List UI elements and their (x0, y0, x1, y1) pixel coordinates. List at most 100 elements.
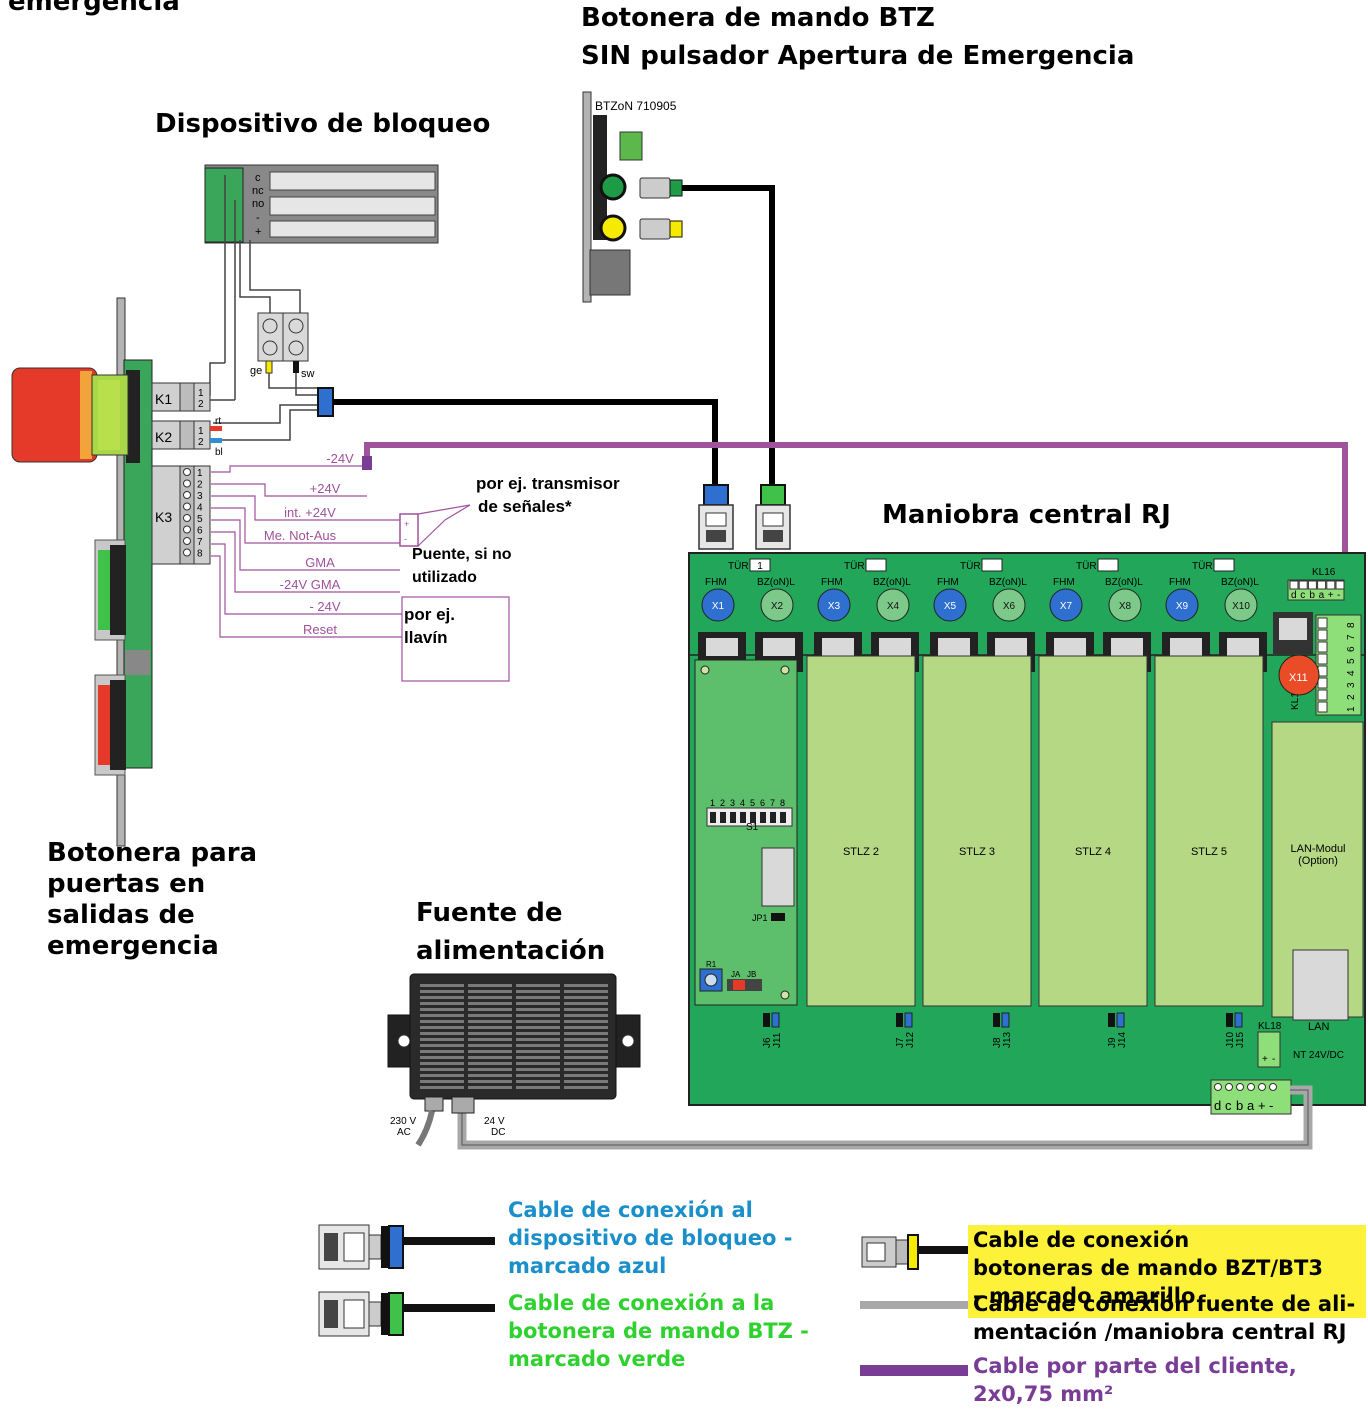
lan-module-label: LAN-Modul (1290, 843, 1345, 855)
k3-pin: 8 (197, 549, 203, 560)
psu-grille-slot (420, 1026, 464, 1029)
psu-grille-slot (516, 984, 560, 987)
k3-signal-label: int. +24V (284, 505, 336, 520)
connector-label: X8 (1119, 601, 1132, 612)
central-title: Maniobra central RJ (882, 500, 1171, 530)
k3-signal-label: -24V (326, 451, 354, 466)
legend-line: Cable de conexión (973, 1228, 1190, 1252)
psu-grille-slot (564, 1032, 608, 1035)
btz-device: BTZoN 710905 (582, 91, 683, 303)
rj-jack-opening (938, 638, 970, 656)
door-number-box (981, 558, 1003, 572)
lower-terminal-pin: b (1236, 1098, 1243, 1113)
psu-grille-slot (564, 1014, 608, 1017)
connector-label: X4 (887, 601, 900, 612)
k3-signal-wire (211, 555, 402, 638)
fhm-connector-icon (701, 588, 735, 622)
svg-text:+: + (404, 519, 409, 529)
botonera-title-line: puertas en (47, 869, 206, 899)
psu-grille-slot (420, 1038, 464, 1041)
s1-switch (730, 812, 736, 823)
legend-green-plug (318, 1291, 495, 1337)
wire-terminal-pair: ge sw (250, 312, 315, 380)
kl16-pin-box (1289, 580, 1299, 590)
kl17-pin: 3 (1346, 682, 1357, 688)
blue-cable-path (333, 399, 718, 485)
fuente-title: Fuente de alimentación (416, 894, 605, 970)
kl16-pin-box (1317, 580, 1327, 590)
lock-device: c nc no - + (204, 164, 439, 244)
legend-yellow-plug (861, 1234, 970, 1270)
psu-grille-slot (420, 1044, 464, 1047)
k3-signal-wire (211, 507, 400, 544)
legend-line: 2x0,75 mm² (973, 1382, 1114, 1406)
s1-label: S1 (746, 822, 759, 833)
rj-jack-opening (822, 638, 854, 656)
ja-label: JA (731, 970, 741, 979)
kl17-pin-box (1317, 641, 1328, 653)
nt-label: NT 24V/DC (1293, 1050, 1344, 1061)
rj-jack-opening (1170, 638, 1202, 656)
transmisor-label: de señales* (478, 497, 572, 516)
door-number-box (1213, 558, 1235, 572)
s1-switch (710, 812, 716, 823)
s1-number: 4 (740, 798, 745, 808)
rj-jack-opening (879, 638, 911, 656)
jumper-black (1108, 1013, 1115, 1027)
botonera-title-line: Botonera para (47, 838, 258, 868)
psu-grille-slot (468, 1062, 512, 1065)
psu-grille-slot (420, 1002, 464, 1005)
s1-switch (760, 812, 766, 823)
k3-signal-label: Me. Not-Aus (264, 528, 337, 543)
legend-line: Cable de conexión a la (508, 1291, 775, 1315)
k3-pin: 7 (197, 537, 203, 548)
svg-text:-: - (404, 534, 407, 544)
psu-grille-slot (468, 1026, 512, 1029)
k3-pin-hole-icon (183, 479, 191, 488)
wire-label-bl: bl (215, 447, 223, 458)
legend-line: Cable de conexión fuente de ali- (973, 1292, 1356, 1316)
k3-label: K3 (155, 509, 172, 525)
psu-grille-slot (420, 1032, 464, 1035)
psu-grille (420, 984, 608, 1089)
rj-jack-opening (1111, 638, 1143, 656)
connector-label: X2 (771, 601, 784, 612)
kl17-pin-box (1317, 677, 1328, 689)
psu-grille-slot (516, 1080, 560, 1083)
lower-pin-hole-icon (1214, 1083, 1222, 1091)
psu-grille-slot (564, 1056, 608, 1059)
lower-terminal-pin: a (1247, 1098, 1255, 1113)
x11-connector-icon (1278, 654, 1320, 696)
jumper-blue (1116, 1012, 1125, 1028)
k3-pin-hole-icon (183, 468, 191, 476)
psu-grille-slot (420, 1056, 464, 1059)
rj-jack-opening (763, 638, 795, 656)
door-number-box (865, 558, 887, 572)
psu-grille-slot (420, 1014, 464, 1017)
fuente-title-line: alimentación (416, 936, 606, 966)
kl17-pin: 2 (1346, 694, 1357, 700)
psu-grille-slot (420, 996, 464, 999)
kl16-pin-box (1326, 580, 1336, 590)
jumper-label: J12 (905, 1031, 916, 1048)
kl16-pin: d (1291, 590, 1297, 601)
legend-purple-text: Cable por parte del cliente, 2x0,75 mm² (973, 1352, 1297, 1408)
psu-grille-slot (420, 1086, 464, 1089)
psu-grille-slot (468, 1038, 512, 1041)
lower-pin-hole-icon (1269, 1083, 1277, 1091)
k3-signal-wire (211, 465, 362, 473)
psu-grille-slot (468, 1080, 512, 1083)
psu-grille-slot (468, 996, 512, 999)
btz-title-line2: SIN pulsador Apertura de Emergencia (581, 41, 1135, 71)
connector-label: X6 (1003, 601, 1016, 612)
col-label-bz: BZ(oN)L (1105, 577, 1143, 588)
k3-pin-hole-icon (183, 491, 191, 499)
psu-grille-slot (468, 1008, 512, 1011)
kl16-pin: - (1337, 590, 1340, 601)
lan-label: LAN (1308, 1021, 1329, 1033)
k3-pin: 1 (197, 468, 203, 479)
k1-label: K1 (155, 391, 172, 407)
